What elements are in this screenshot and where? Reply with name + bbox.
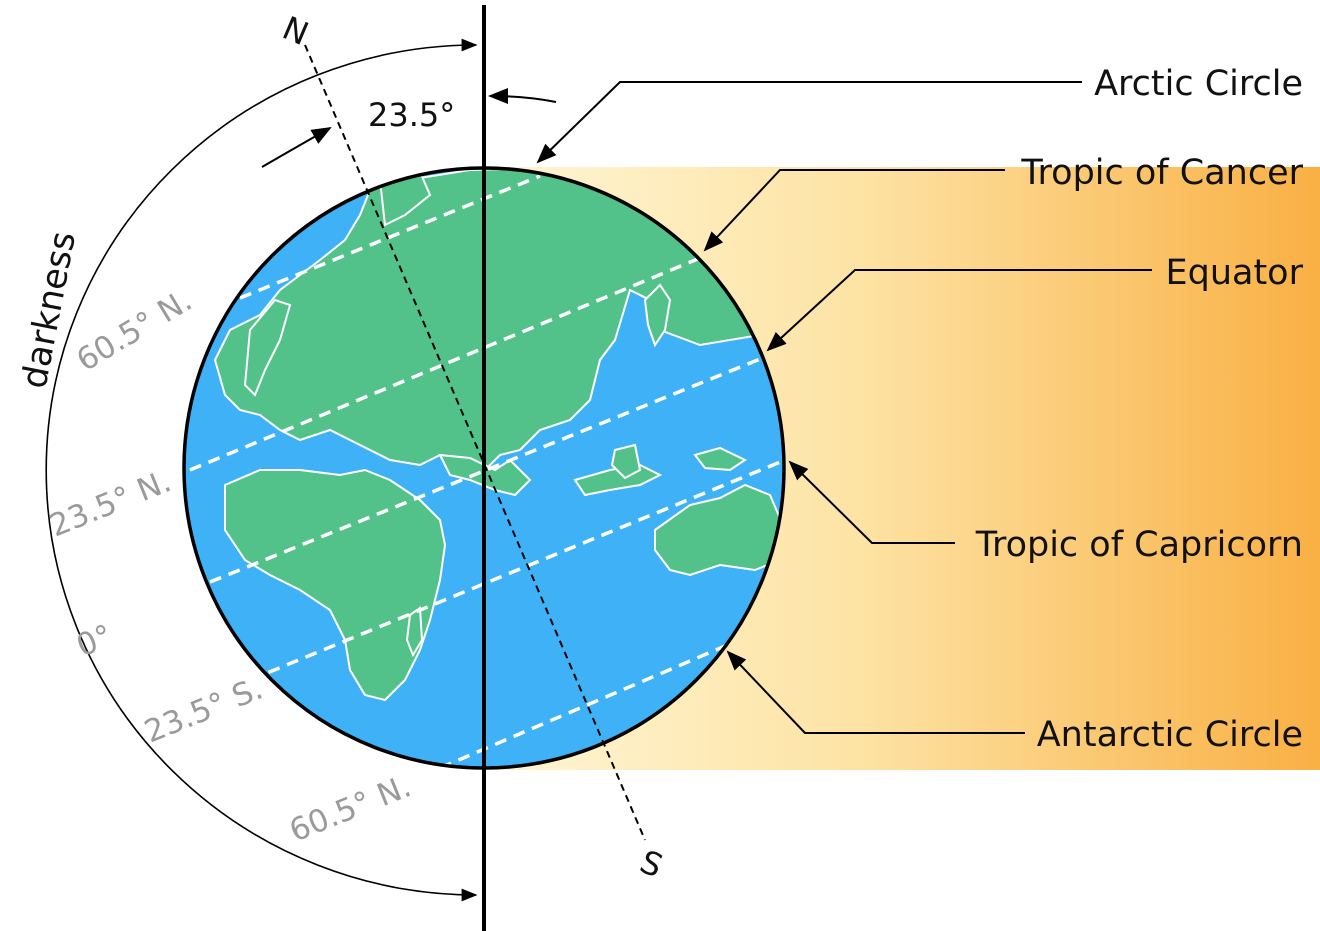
- scandinavia-landmass: [243, 298, 292, 397]
- africa-landmass: [224, 468, 447, 702]
- latitude-label-60-5-n-top: 60.5° N.: [71, 282, 199, 378]
- tilted-earth-axis: [304, 44, 646, 841]
- latitude-label-23-5-n: 23.5° N.: [45, 463, 177, 544]
- borneo-landmass: [610, 443, 642, 480]
- antarctic-circle-leader: [726, 650, 1025, 734]
- japan-landmass: [643, 283, 672, 348]
- tropic-of-cancer-label: Tropic of Cancer: [1020, 153, 1303, 193]
- arctic-circle-label: Arctic Circle: [1094, 64, 1303, 104]
- north-pole-label: N: [277, 9, 314, 53]
- new-guinea-landmass: [693, 446, 748, 472]
- arctic-circle-leader: [536, 81, 1082, 164]
- latitude-label-23-5-s: 23.5° S.: [140, 671, 268, 751]
- tropic-of-capricorn-line: [249, 456, 784, 682]
- tropic-of-cancer-line: [189, 256, 701, 472]
- equator-leader: [766, 269, 1152, 352]
- darkness-arc: [45, 38, 478, 902]
- tropic-of-capricorn-leader: [788, 460, 955, 544]
- callouts: [536, 81, 1152, 734]
- tropic-of-cancer-leader: [703, 169, 1005, 252]
- tropic-of-capricorn-label: Tropic of Capricorn: [975, 525, 1303, 565]
- latitude-label-0: 0°: [72, 618, 118, 665]
- latitude-lines: [189, 174, 784, 768]
- arctic-circle-line: [239, 174, 541, 300]
- tilt-angle-label: 23.5°: [368, 96, 455, 134]
- tilt-arrow-right: [488, 88, 557, 105]
- globe: [182, 166, 786, 770]
- antarctic-circle-line: [439, 644, 726, 768]
- continents: [213, 168, 784, 702]
- equator-label: Equator: [1166, 253, 1304, 293]
- latitude-label-60-5-n-bottom: 60.5° N.: [285, 768, 417, 849]
- tilt-arrow-left: [261, 127, 332, 168]
- darkness-label: darkness: [15, 228, 85, 391]
- equator-line: [209, 353, 771, 584]
- south-pole-label: S: [635, 842, 669, 885]
- antarctic-circle-label: Antarctic Circle: [1037, 715, 1303, 755]
